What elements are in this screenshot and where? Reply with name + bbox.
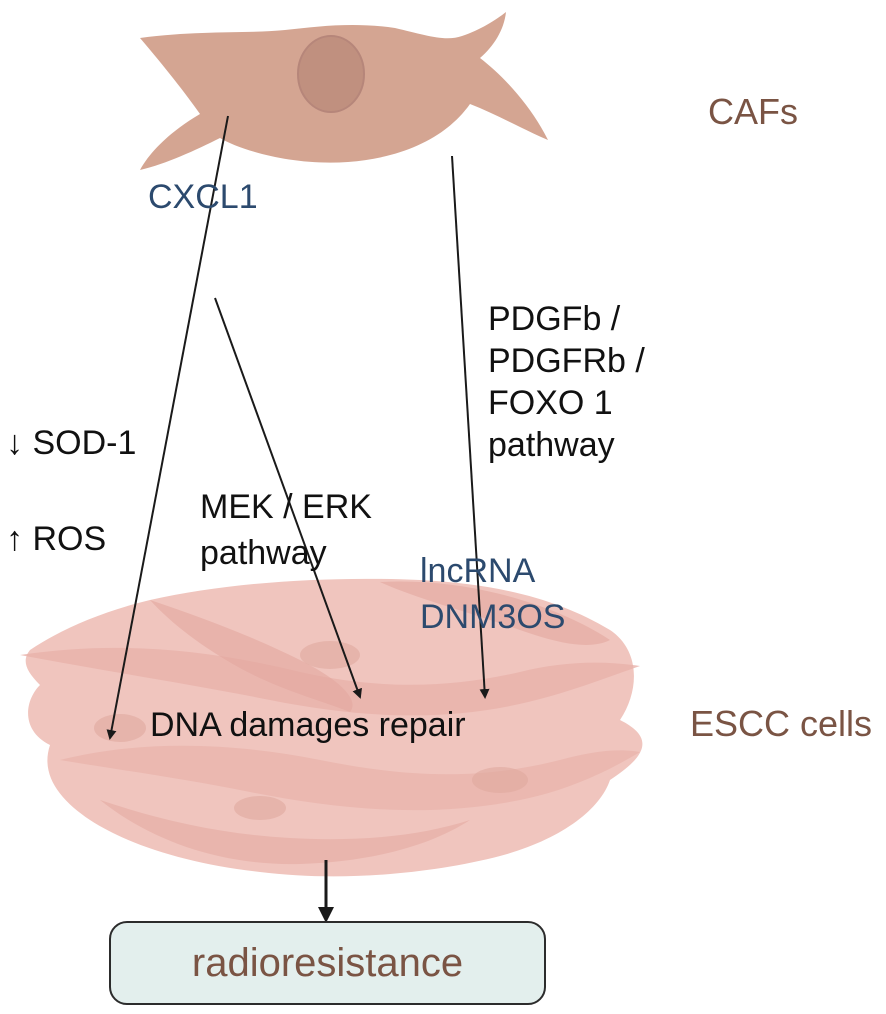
arrow-cxcl1-to-dna-repair	[106, 115, 229, 740]
escc-cell-4	[380, 581, 610, 645]
cafs-label: CAFs	[708, 91, 798, 132]
pdgf-line-4: pathway	[488, 426, 615, 464]
escc-cell-5	[100, 800, 470, 865]
arrow-pdgf-to-dna-repair	[451, 155, 490, 699]
escc-cells-cluster	[20, 578, 643, 877]
escc-nucleus-4	[234, 796, 286, 820]
lncrna-line-1: lncRNA	[420, 552, 536, 590]
escc-nucleus-2	[300, 641, 360, 669]
pdgf-line-1: PDGFb /	[488, 300, 621, 338]
dna-damages-repair-label: DNA damages repair	[150, 706, 466, 744]
up-arrow-icon: ↑	[6, 520, 23, 558]
escc-cell-2	[60, 745, 640, 811]
sod1-text: SOD-1	[32, 424, 137, 462]
pdgf-pathway-label: PDGFb / PDGFRb / FOXO 1 pathway	[488, 298, 645, 466]
escc-cells-label: ESCC cells	[690, 703, 873, 744]
arrow-mek-erk-to-dna-repair	[214, 297, 362, 699]
pdgf-line-3: FOXO 1	[488, 384, 613, 422]
cxcl1-label: CXCL1	[148, 178, 258, 216]
mek-line-1: MEK / ERK	[200, 488, 372, 526]
sod1-label: ↓ SOD-1	[6, 426, 136, 460]
lncrna-line-2: DNM3OS	[420, 598, 566, 636]
ros-label: ↑ ROS	[6, 522, 106, 556]
caf-cell	[140, 12, 548, 170]
down-arrow-icon: ↓	[6, 424, 23, 462]
escc-cell-3	[150, 600, 353, 712]
pdgf-line-2: PDGFRb /	[488, 342, 645, 380]
escc-nucleus-3	[472, 767, 528, 793]
radioresistance-label: radioresistance	[191, 940, 464, 985]
lncrna-dnm3os-label: lncRNA DNM3OS	[420, 548, 565, 640]
caf-nucleus	[297, 35, 365, 113]
ros-text: ROS	[32, 520, 107, 558]
mek-line-2: pathway	[200, 534, 327, 572]
escc-nucleus-1	[94, 714, 146, 742]
mek-erk-pathway-label: MEK / ERK pathway	[200, 484, 372, 576]
radioresistance-box: radioresistance	[109, 921, 546, 1005]
